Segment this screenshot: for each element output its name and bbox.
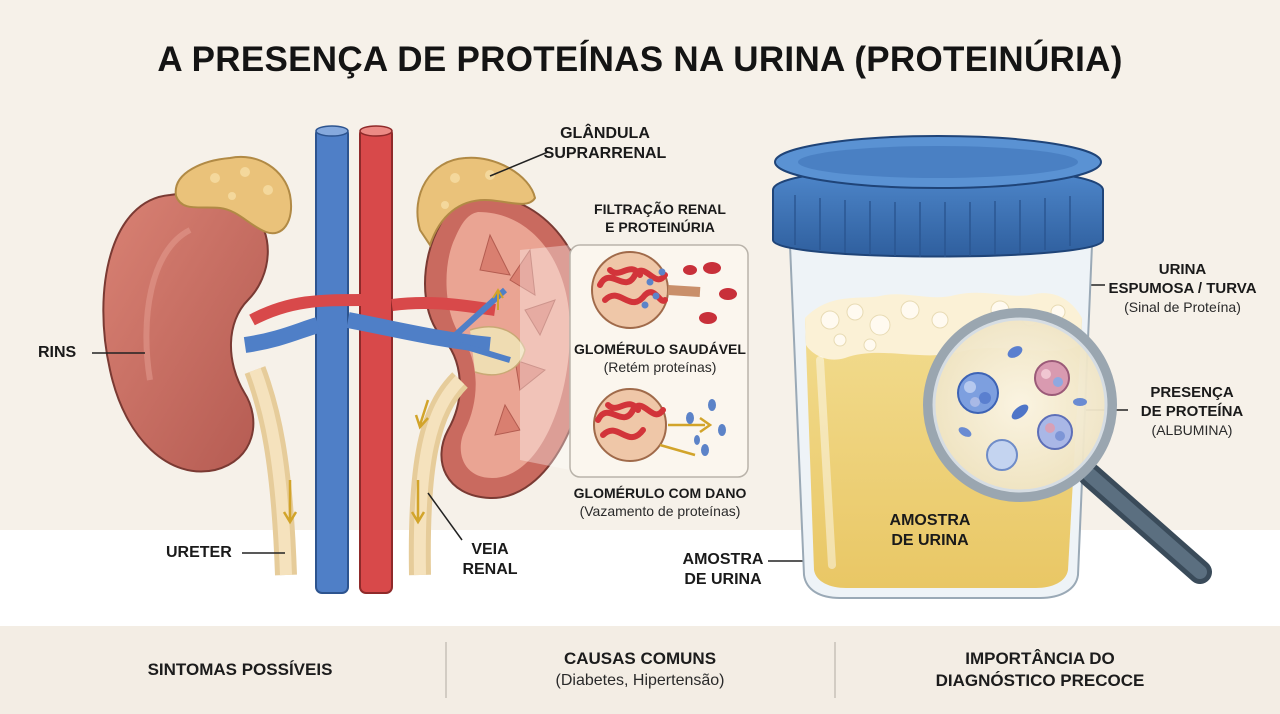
footer-bar: SINTOMAS POSSÍVEIS CAUSAS COMUNS (Diabet… — [0, 626, 1280, 714]
footer-causas: CAUSAS COMUNS (Diabetes, Hipertensão) — [555, 649, 725, 689]
label-ureter: URETER — [166, 544, 232, 561]
aorta — [359, 127, 393, 594]
albumin-particles — [957, 346, 1087, 471]
vena-cava — [315, 127, 349, 594]
footer-importancia: IMPORTÂNCIA DO DIAGNÓSTICO PRECOCE — [935, 649, 1145, 690]
label-presenca-proteina: PRESENÇA DE PROTEÍNA (ALBUMINA) — [1140, 384, 1244, 438]
right-adrenal — [416, 156, 537, 248]
label-glomerulo-dano: GLOMÉRULO COM DANO (Vazamento de proteín… — [573, 485, 747, 519]
footer-sintomas: SINTOMAS POSSÍVEIS — [147, 660, 333, 679]
damaged-glomerulus — [593, 388, 726, 462]
label-rins: RINS — [38, 344, 77, 361]
footer-divider — [834, 642, 836, 698]
page-title: A PRESENÇA DE PROTEÍNAS NA URINA (PROTEI… — [157, 40, 1123, 79]
left-kidney — [102, 191, 269, 473]
healthy-glomerulus — [591, 251, 737, 329]
label-glomerulo-saudavel: GLOMÉRULO SAUDÁVEL (Retém proteínas) — [574, 341, 746, 375]
right-kidney — [424, 193, 592, 500]
magnifying-glass — [923, 308, 1212, 584]
jar-lid — [772, 135, 1104, 258]
illustration — [92, 125, 1212, 599]
left-adrenal — [174, 155, 293, 235]
label-urina-espumosa: URINA ESPUMOSA / TURVA (Sinal de Proteín… — [1108, 261, 1257, 315]
footer-divider — [445, 642, 447, 698]
